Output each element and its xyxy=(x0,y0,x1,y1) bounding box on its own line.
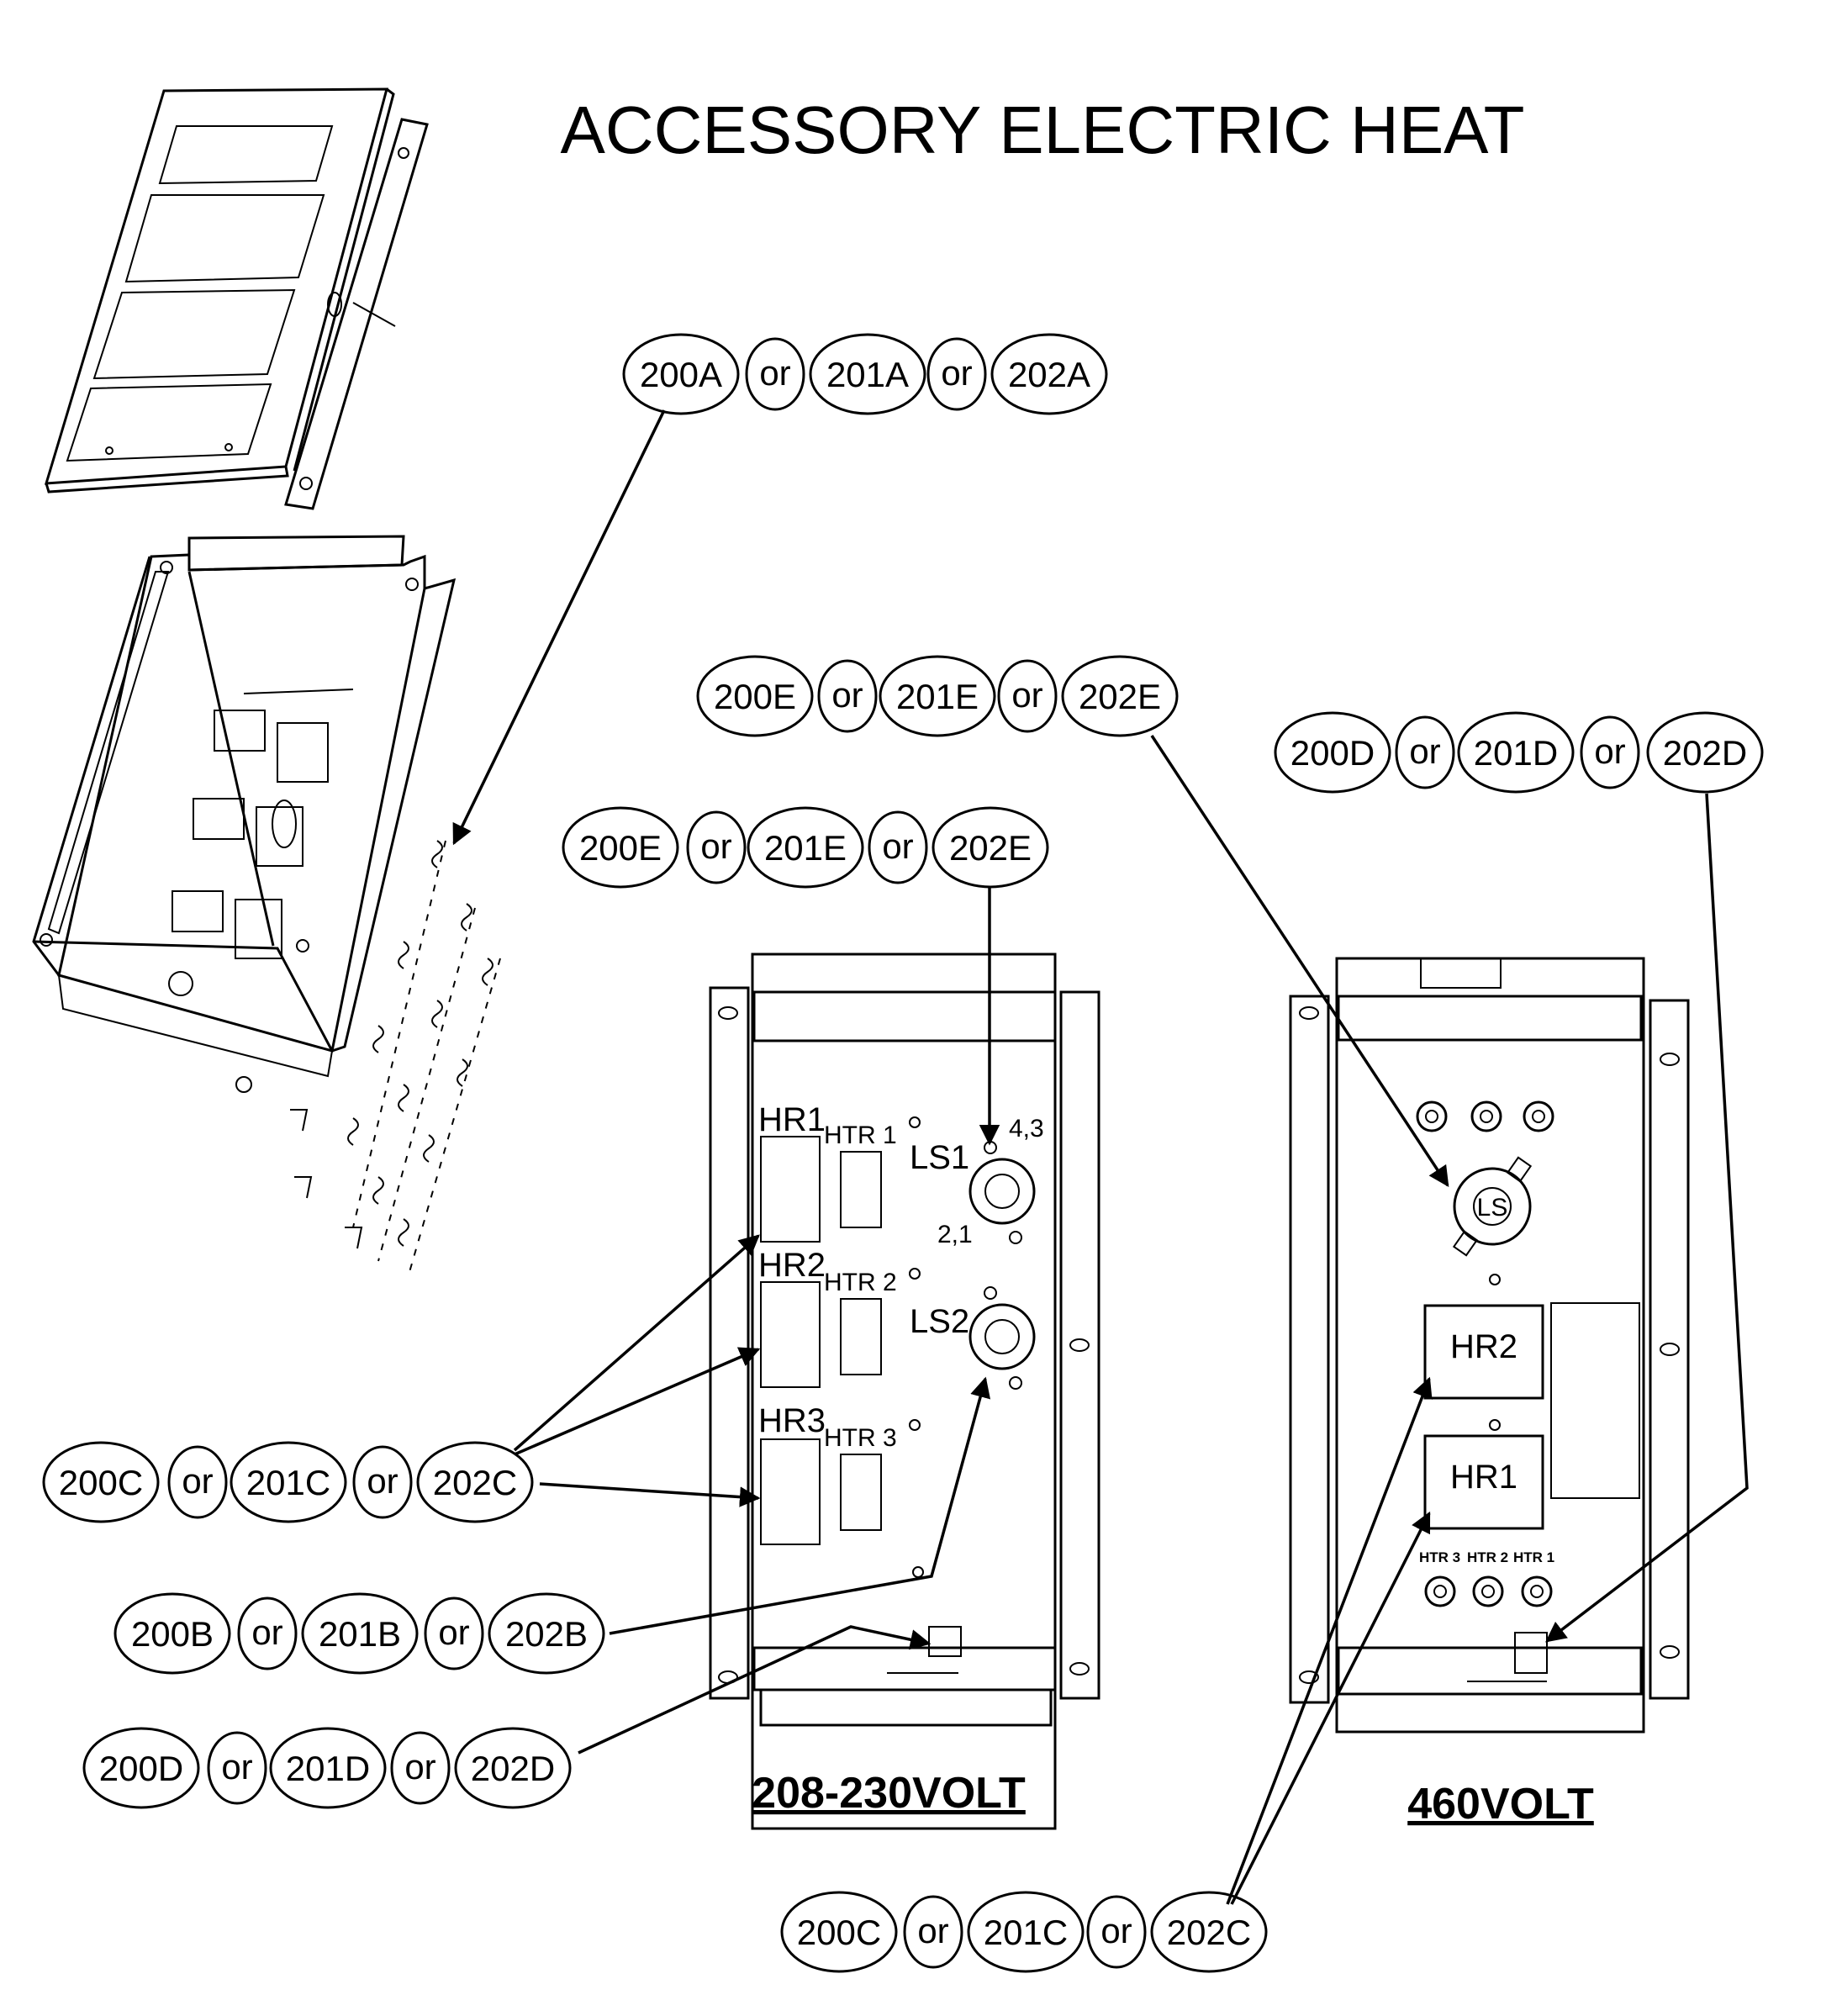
callout-label: 201C xyxy=(246,1463,330,1502)
heater-htr2-terminal xyxy=(840,1298,882,1375)
callout-label: 200A xyxy=(640,355,722,394)
exploded-heater-assembly xyxy=(32,87,501,1279)
relay-hr1-label: HR1 xyxy=(758,1101,826,1138)
callout-separator: or xyxy=(917,1911,948,1950)
callout-label: 202C xyxy=(433,1463,517,1502)
terminal-label-21: 2,1 xyxy=(937,1221,973,1248)
heater-htr3-terminal xyxy=(840,1454,882,1531)
terminal-label-43: 4,3 xyxy=(1009,1115,1044,1143)
callout-label: 200B xyxy=(131,1614,214,1654)
limit-switch-ls xyxy=(1453,1167,1532,1246)
panel-208-230v: HR1 HR2 HR3 HTR 1 HTR 2 HTR 3 LS1 LS2 4,… xyxy=(709,953,1100,1830)
callout-b-208: 200B or 201B or 202B xyxy=(113,1592,605,1675)
callout-separator: or xyxy=(1100,1911,1132,1950)
callout-label: 202E xyxy=(1079,677,1161,716)
heater-box xyxy=(32,535,457,1093)
callout-e-460: 200E or 201E or 202E xyxy=(696,655,1179,737)
heater-htr1-terminal xyxy=(840,1151,882,1228)
limit-switch-ls2-label: LS2 xyxy=(910,1303,969,1340)
callout-label: 201D xyxy=(1474,733,1558,773)
diagram-title: ACCESSORY ELECTRIC HEAT xyxy=(561,92,1525,167)
callout-label: 201E xyxy=(764,828,847,868)
callout-separator: or xyxy=(221,1747,252,1786)
heater-htr3-label: HTR 3 xyxy=(824,1424,897,1452)
relay-hr2-label: HR2 xyxy=(758,1247,826,1284)
callout-separator: or xyxy=(251,1612,282,1652)
callout-label: 201E xyxy=(896,677,979,716)
callout-separator: or xyxy=(882,826,913,866)
limit-switch-ls1 xyxy=(969,1158,1036,1225)
callout-a-top: 200A or 201A or 202A xyxy=(622,333,1108,415)
callout-c-208: 200C or 201C or 202C xyxy=(42,1441,534,1523)
callout-label: 202A xyxy=(1008,355,1090,394)
callout-label: 201A xyxy=(826,355,909,394)
callout-separator: or xyxy=(941,353,972,393)
leader-lines xyxy=(452,409,1749,1905)
limit-switch-ls1-label: LS1 xyxy=(910,1139,969,1176)
callout-separator: or xyxy=(404,1747,435,1786)
callout-label: 202E xyxy=(949,828,1032,868)
relay-hr2-block xyxy=(760,1281,821,1388)
heater-coils xyxy=(290,840,501,1279)
callout-separator: or xyxy=(182,1461,213,1501)
callout-separator: or xyxy=(831,675,863,715)
relay-hr2-block-460 xyxy=(1423,1304,1544,1400)
callout-separator: or xyxy=(1011,675,1042,715)
callout-separator: or xyxy=(1594,731,1625,771)
callout-label: 200D xyxy=(1290,733,1375,773)
relay-hr1-label-460: HR1 xyxy=(1450,1459,1517,1496)
callout-e-208: 200E or 201E or 202E xyxy=(562,806,1049,889)
heater-htr1-label-460: HTR 1 xyxy=(1513,1549,1554,1565)
callout-label: 200E xyxy=(579,828,662,868)
ground-lug-208 xyxy=(928,1626,962,1657)
callout-separator: or xyxy=(759,353,790,393)
callout-c-460: 200C or 201C or 202C xyxy=(780,1891,1268,1973)
callout-label: 201C xyxy=(984,1913,1068,1952)
cover-plate xyxy=(44,87,429,510)
callout-label: 201D xyxy=(286,1749,370,1788)
callout-separator: or xyxy=(367,1461,398,1501)
caption-460v: 460VOLT xyxy=(1407,1780,1594,1829)
relay-hr3-block xyxy=(760,1438,821,1545)
callout-label: 200E xyxy=(714,677,796,716)
callout-separator: or xyxy=(1409,731,1440,771)
callout-label: 200C xyxy=(59,1463,143,1502)
limit-switch-ls-label: LS xyxy=(1477,1194,1508,1222)
relay-hr3-label: HR3 xyxy=(758,1402,826,1439)
heater-htr1-label: HTR 1 xyxy=(824,1121,897,1149)
callout-d-460: 200D or 201D or 202D xyxy=(1274,711,1764,794)
limit-switch-ls2 xyxy=(969,1303,1036,1370)
callout-d-208: 200D or 201D or 202D xyxy=(82,1727,572,1809)
caption-208-230v: 208-230VOLT xyxy=(752,1769,1026,1818)
relay-hr1-block-460 xyxy=(1423,1434,1544,1530)
callout-label: 202B xyxy=(505,1614,588,1654)
callout-label: 202D xyxy=(471,1749,555,1788)
ground-lug-460 xyxy=(1514,1632,1548,1674)
callout-label: 200D xyxy=(99,1749,183,1788)
relay-hr1-block xyxy=(760,1136,821,1243)
callout-label: 200C xyxy=(797,1913,881,1952)
heater-htr3-label-460: HTR 3 xyxy=(1419,1549,1460,1565)
relay-hr2-label-460: HR2 xyxy=(1450,1328,1517,1365)
panel-460v: LS HR2 HR1 HTR 3 HTR 2 HTR 1 460VOLT xyxy=(1289,957,1690,1829)
callout-separator: or xyxy=(438,1612,469,1652)
callout-label: 202C xyxy=(1167,1913,1251,1952)
callout-separator: or xyxy=(700,826,731,866)
callout-label: 201B xyxy=(319,1614,401,1654)
heater-htr2-label-460: HTR 2 xyxy=(1467,1549,1508,1565)
callout-label: 202D xyxy=(1663,733,1747,773)
heater-htr2-label: HTR 2 xyxy=(824,1269,897,1296)
